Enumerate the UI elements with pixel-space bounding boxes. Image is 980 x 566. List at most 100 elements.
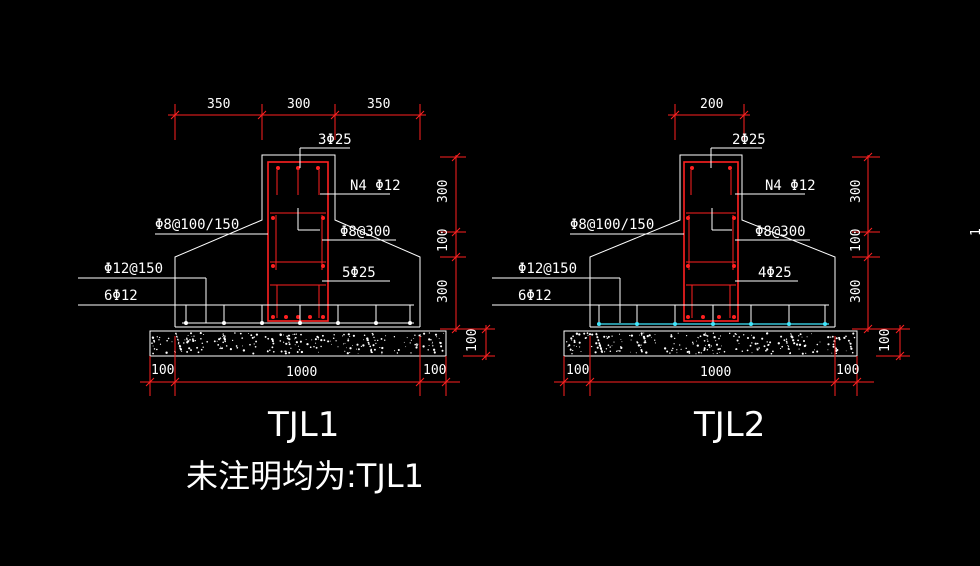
hatch-speck xyxy=(780,335,783,338)
dim-right-flange: 350 xyxy=(367,97,390,112)
hatch-speck xyxy=(309,346,312,349)
hatch-speck xyxy=(318,351,319,353)
hatch-speck xyxy=(313,345,315,348)
hatch-speck xyxy=(573,339,576,342)
hatch-speck xyxy=(640,349,643,351)
hatch-speck xyxy=(603,335,606,338)
hatch-speck xyxy=(736,339,739,342)
hatch-speck xyxy=(654,342,656,344)
hatch-speck xyxy=(415,343,418,345)
hatch-speck xyxy=(251,336,254,339)
hatch-speck xyxy=(393,336,396,338)
hatch-speck xyxy=(166,339,168,342)
hatch-speck xyxy=(349,351,351,354)
hatch-speck xyxy=(432,348,436,351)
hatch-speck xyxy=(431,341,434,343)
hatch-speck xyxy=(151,336,155,339)
hatch-speck xyxy=(191,336,193,337)
right-dimension-chain: 300 100 300 xyxy=(436,152,466,334)
hatch-speck xyxy=(704,332,706,334)
dim-web-width: 300 xyxy=(287,97,310,112)
hatch-speck xyxy=(229,348,232,351)
hatch-speck xyxy=(217,344,220,346)
hatch-speck xyxy=(283,334,284,336)
hatch-speck xyxy=(292,333,294,335)
hatch-speck xyxy=(202,346,204,348)
hatch-speck xyxy=(255,340,258,343)
hatch-speck xyxy=(284,350,287,353)
hatch-speck xyxy=(676,352,678,354)
hatch-speck xyxy=(349,347,352,350)
hatch-speck xyxy=(306,342,309,346)
hatch-speck xyxy=(792,339,795,342)
hatch-speck xyxy=(783,339,786,342)
hatch-speck xyxy=(218,338,220,341)
hatch-speck xyxy=(703,348,706,351)
hatch-speck xyxy=(595,333,598,336)
hatch-speck xyxy=(159,343,162,345)
hatch-speck xyxy=(676,349,678,351)
hatch-speck xyxy=(315,342,317,344)
hatch-speck xyxy=(709,346,711,348)
hatch-speck xyxy=(801,336,803,338)
hatch-speck xyxy=(604,351,606,353)
hatch-speck xyxy=(785,340,788,343)
hatch-speck xyxy=(235,345,238,347)
hatch-speck xyxy=(438,338,440,340)
hatch-speck xyxy=(637,344,641,347)
hatch-speck xyxy=(201,342,204,345)
hatch-speck xyxy=(853,336,856,339)
label-slab-distribution: Φ12@150 xyxy=(104,261,163,277)
hatch-speck xyxy=(832,343,835,346)
hatch-speck xyxy=(630,351,631,353)
hatch-speck xyxy=(288,337,291,341)
hatch-speck xyxy=(347,338,349,340)
hatch-speck xyxy=(795,343,799,346)
hatch-speck xyxy=(645,351,648,354)
hatch-speck xyxy=(801,352,804,355)
hatch-speck xyxy=(766,348,769,351)
hatch-speck xyxy=(707,340,709,342)
hatch-speck xyxy=(770,352,773,355)
hatch-speck xyxy=(219,347,221,350)
hatch-speck xyxy=(311,339,313,341)
hatch-speck xyxy=(219,337,222,339)
hatch-speck xyxy=(213,340,216,343)
hatch-speck xyxy=(241,337,244,339)
dim-base-width: 1000 xyxy=(700,365,731,380)
hatch-speck xyxy=(587,334,589,336)
hatch-speck xyxy=(368,343,370,345)
hatch-speck xyxy=(680,348,682,350)
hatch-speck xyxy=(347,333,350,336)
hatch-speck xyxy=(777,342,780,345)
hatch-speck xyxy=(272,342,275,345)
hatch-speck xyxy=(249,343,251,346)
hatch-speck xyxy=(685,334,688,337)
hatch-speck xyxy=(295,333,297,335)
hatch-speck xyxy=(785,338,788,340)
hatch-speck xyxy=(397,348,400,352)
hatch-speck xyxy=(296,351,299,353)
hatch-speck xyxy=(805,352,807,354)
hatch-speck xyxy=(372,344,375,347)
hatch-speck xyxy=(222,333,224,335)
hatch-speck xyxy=(613,341,615,343)
hatch-speck xyxy=(696,344,699,347)
concrete-outline xyxy=(174,154,421,328)
hatch-speck xyxy=(152,345,154,347)
hatch-speck xyxy=(746,349,749,352)
hatch-speck xyxy=(699,335,702,338)
hatch-speck xyxy=(798,348,800,350)
hatch-speck xyxy=(570,337,573,340)
hatch-speck xyxy=(352,345,353,346)
hatch-speck xyxy=(443,332,445,334)
hatch-speck xyxy=(320,345,322,348)
hatch-speck xyxy=(373,348,376,351)
hatch-speck xyxy=(255,333,258,336)
hatch-speck xyxy=(345,347,347,349)
hatch-speck xyxy=(428,338,431,341)
hatch-speck xyxy=(849,342,852,345)
hatch-speck xyxy=(337,346,339,348)
hatch-speck xyxy=(216,340,218,342)
hatch-speck xyxy=(439,341,442,345)
